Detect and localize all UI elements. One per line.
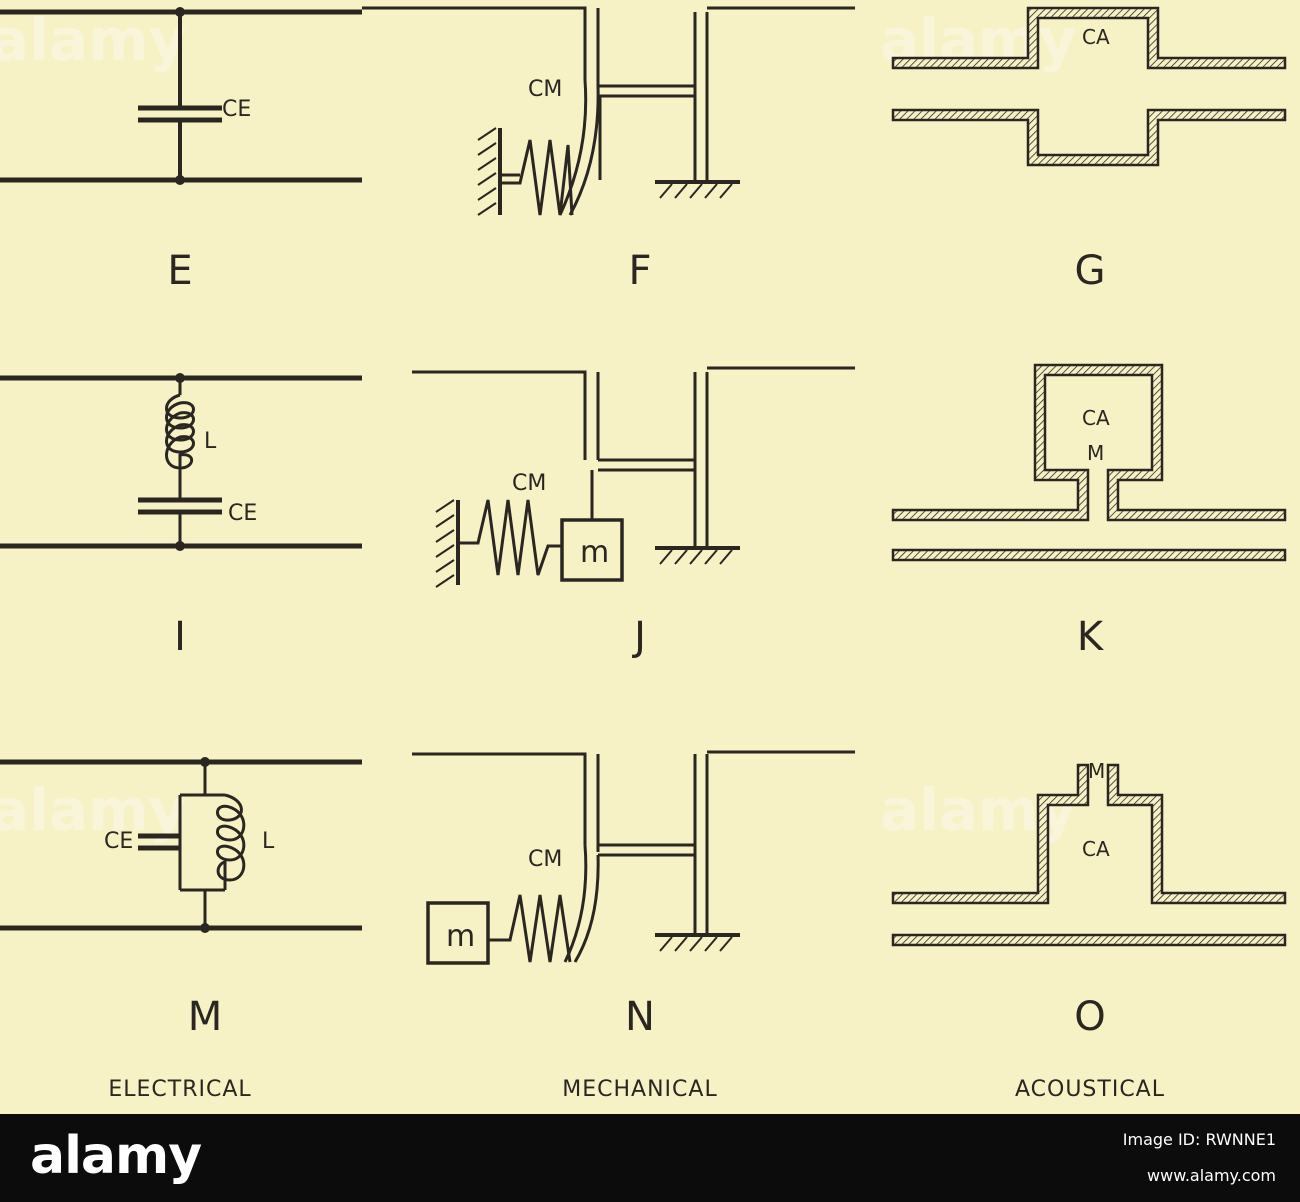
label-ca-g: CA bbox=[1082, 25, 1110, 49]
watermark-url: www.alamy.com bbox=[1147, 1166, 1276, 1185]
panel-label-e: E bbox=[167, 248, 192, 294]
panel-j-diagram: CM m bbox=[412, 366, 855, 588]
diagram-canvas: alamy alamy alamy alamy CE bbox=[0, 6, 1287, 1102]
panel-n-diagram: CM m bbox=[412, 750, 855, 965]
caption-mechanical: MECHANICAL bbox=[562, 1077, 717, 1102]
label-mm-o: M bbox=[1088, 759, 1105, 783]
panel-f-diagram: CM bbox=[362, 6, 855, 216]
label-cm-n: CM bbox=[528, 847, 562, 872]
panel-label-i: I bbox=[174, 614, 186, 660]
watermark-bar: alamy Image ID: RWNNE1 www.alamy.com bbox=[0, 1114, 1300, 1202]
label-mm-k: M bbox=[1087, 441, 1104, 465]
panel-label-o: O bbox=[1074, 994, 1105, 1040]
label-ca-o: CA bbox=[1082, 837, 1110, 861]
panel-g-diagram: CA bbox=[891, 6, 1287, 167]
caption-acoustical: ACOUSTICAL bbox=[1015, 1077, 1165, 1102]
label-m-n: m bbox=[446, 919, 475, 954]
label-l-m: L bbox=[262, 829, 275, 854]
panel-label-g: G bbox=[1075, 248, 1106, 294]
watermark-brand-1: alamy bbox=[0, 6, 186, 74]
figure-plate: alamy alamy alamy alamy CE bbox=[0, 0, 1300, 1114]
label-l-i: L bbox=[204, 429, 217, 454]
label-ce-m: CE bbox=[104, 829, 133, 854]
panel-i-diagram: L CE bbox=[0, 373, 362, 551]
caption-electrical: ELECTRICAL bbox=[108, 1077, 251, 1102]
label-ca-k: CA bbox=[1082, 406, 1110, 430]
panel-label-k: K bbox=[1077, 614, 1105, 660]
watermark-brand-3: alamy bbox=[0, 776, 186, 844]
alamy-logo: alamy bbox=[30, 1126, 202, 1186]
panel-label-m: M bbox=[188, 994, 223, 1040]
panel-k-diagram: CA M bbox=[891, 363, 1287, 562]
label-ce-e: CE bbox=[222, 97, 251, 122]
panel-label-j: J bbox=[631, 614, 646, 660]
panel-e-diagram: CE bbox=[0, 7, 362, 185]
label-ce-i: CE bbox=[228, 501, 257, 526]
image-id-text: Image ID: RWNNE1 bbox=[1122, 1130, 1276, 1149]
panel-o-diagram: M CA bbox=[891, 759, 1287, 947]
panel-m-diagram: CE L bbox=[0, 757, 362, 933]
panel-label-f: F bbox=[628, 248, 651, 294]
label-cm-j: CM bbox=[512, 471, 546, 496]
label-cm-f: CM bbox=[528, 77, 562, 102]
label-m-j: m bbox=[580, 535, 609, 570]
panel-label-n: N bbox=[625, 994, 655, 1040]
